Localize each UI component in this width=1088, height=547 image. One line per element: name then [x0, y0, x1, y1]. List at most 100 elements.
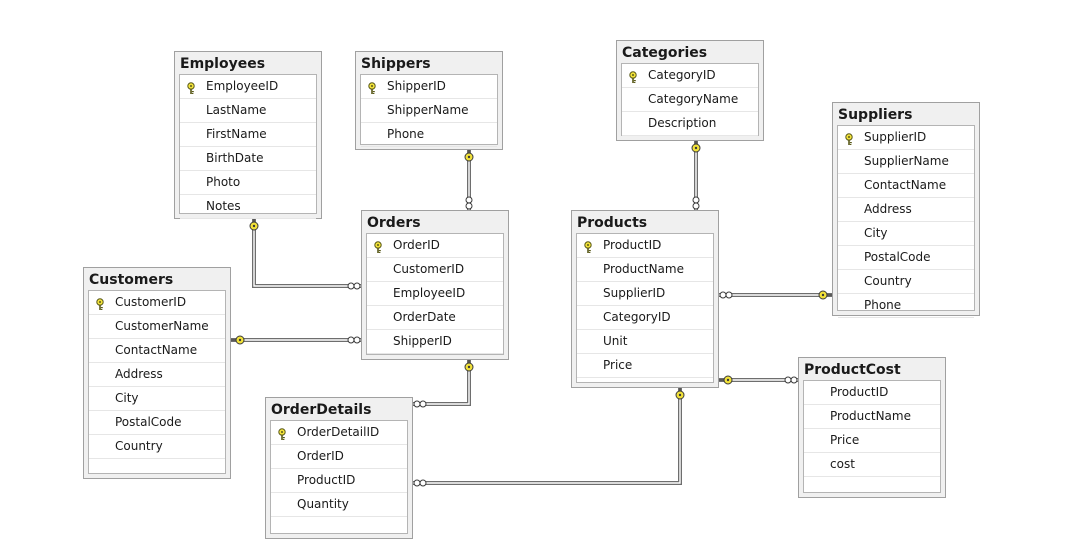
column-row[interactable]: OrderID — [271, 445, 407, 469]
column-row[interactable]: ProductID — [577, 234, 713, 258]
relationship-orders-orderdetails[interactable] — [413, 360, 474, 408]
relationship-customers-orders[interactable] — [231, 335, 361, 345]
column-name: FirstName — [206, 127, 267, 141]
column-row[interactable]: EmployeeID — [180, 75, 316, 99]
column-row[interactable]: ProductID — [804, 381, 940, 405]
column-row[interactable]: EmployeeID — [367, 282, 503, 306]
relationship-suppliers-products[interactable] — [719, 290, 832, 300]
column-row[interactable]: Phone — [838, 294, 974, 318]
column-row[interactable]: SupplierName — [838, 150, 974, 174]
column-row[interactable]: PostalCode — [89, 411, 225, 435]
primary-key-icon — [367, 80, 377, 94]
column-row[interactable]: Phone — [361, 123, 497, 147]
column-row[interactable]: PostalCode — [838, 246, 974, 270]
column-row[interactable]: Photo — [180, 171, 316, 195]
column-name: CustomerID — [115, 295, 187, 309]
column-row[interactable]: CustomerID — [367, 258, 503, 282]
column-row[interactable]: OrderID — [367, 234, 503, 258]
column-row[interactable]: ProductName — [577, 258, 713, 282]
column-row[interactable]: Quantity — [271, 493, 407, 517]
one-end-key-icon — [464, 360, 474, 372]
column-name: CategoryID — [648, 68, 716, 82]
primary-key-icon — [186, 80, 196, 94]
column-row[interactable]: Price — [804, 429, 940, 453]
column-name: OrderDetailID — [297, 425, 380, 439]
column-name: ShipperID — [387, 79, 446, 93]
relationship-shippers-orders[interactable] — [464, 150, 474, 210]
column-row[interactable]: ShipperName — [361, 99, 497, 123]
column-name: CustomerName — [115, 319, 209, 333]
column-row[interactable]: FirstName — [180, 123, 316, 147]
column-name: PostalCode — [115, 415, 182, 429]
relationship-products-orderdetails[interactable] — [413, 388, 685, 487]
column-row[interactable]: Notes — [180, 195, 316, 219]
column-row[interactable]: SupplierID — [577, 282, 713, 306]
column-name: ProductID — [603, 238, 662, 252]
column-row[interactable]: Country — [838, 270, 974, 294]
column-name: Address — [864, 202, 912, 216]
column-row[interactable]: ProductID — [271, 469, 407, 493]
column-name: PostalCode — [864, 250, 931, 264]
column-name: Price — [830, 433, 860, 447]
column-name: Country — [115, 439, 163, 453]
column-row[interactable]: LastName — [180, 99, 316, 123]
column-name: ProductID — [830, 385, 889, 399]
column-row[interactable]: CategoryID — [577, 306, 713, 330]
many-end-infinity-icon — [692, 196, 700, 210]
column-row[interactable]: Description — [622, 112, 758, 136]
column-row[interactable]: ShipperID — [361, 75, 497, 99]
column-name: ShipperName — [387, 103, 469, 117]
column-row[interactable]: CustomerID — [89, 291, 225, 315]
column-row[interactable]: Address — [89, 363, 225, 387]
column-name: ProductName — [830, 409, 911, 423]
column-row[interactable]: CategoryName — [622, 88, 758, 112]
table-title: Categories — [622, 45, 708, 61]
column-name: BirthDate — [206, 151, 264, 165]
relationship-categories-products[interactable] — [691, 141, 701, 210]
relationship-products-productcost[interactable] — [719, 375, 798, 385]
column-name: City — [115, 391, 139, 405]
relationship-employees-orders[interactable] — [249, 219, 361, 290]
column-row[interactable]: cost — [804, 453, 940, 477]
one-end-key-icon — [231, 335, 245, 345]
table-title: Products — [577, 215, 648, 231]
column-row[interactable]: ProductName — [804, 405, 940, 429]
column-row[interactable]: Unit — [577, 330, 713, 354]
one-end-key-icon — [818, 290, 832, 300]
column-row[interactable]: OrderDetailID — [271, 421, 407, 445]
column-row[interactable]: Country — [89, 435, 225, 459]
column-row[interactable]: City — [838, 222, 974, 246]
column-name: Photo — [206, 175, 241, 189]
column-name: Notes — [206, 199, 241, 213]
column-row[interactable]: OrderDate — [367, 306, 503, 330]
column-row[interactable]: Address — [838, 198, 974, 222]
column-row[interactable]: ShipperID — [367, 330, 503, 354]
column-name: cost — [830, 457, 855, 471]
one-end-key-icon — [464, 150, 474, 162]
column-row[interactable]: SupplierID — [838, 126, 974, 150]
column-row[interactable]: ContactName — [89, 339, 225, 363]
column-row[interactable]: BirthDate — [180, 147, 316, 171]
many-end-infinity-icon — [784, 376, 798, 384]
column-name: Phone — [864, 298, 902, 312]
column-name: Price — [603, 358, 633, 372]
column-row[interactable]: Price — [577, 354, 713, 378]
column-row[interactable]: City — [89, 387, 225, 411]
column-name: CategoryName — [648, 92, 739, 106]
table-title: Suppliers — [838, 107, 913, 123]
column-row[interactable]: CustomerName — [89, 315, 225, 339]
column-row[interactable]: ContactName — [838, 174, 974, 198]
column-row[interactable]: CategoryID — [622, 64, 758, 88]
